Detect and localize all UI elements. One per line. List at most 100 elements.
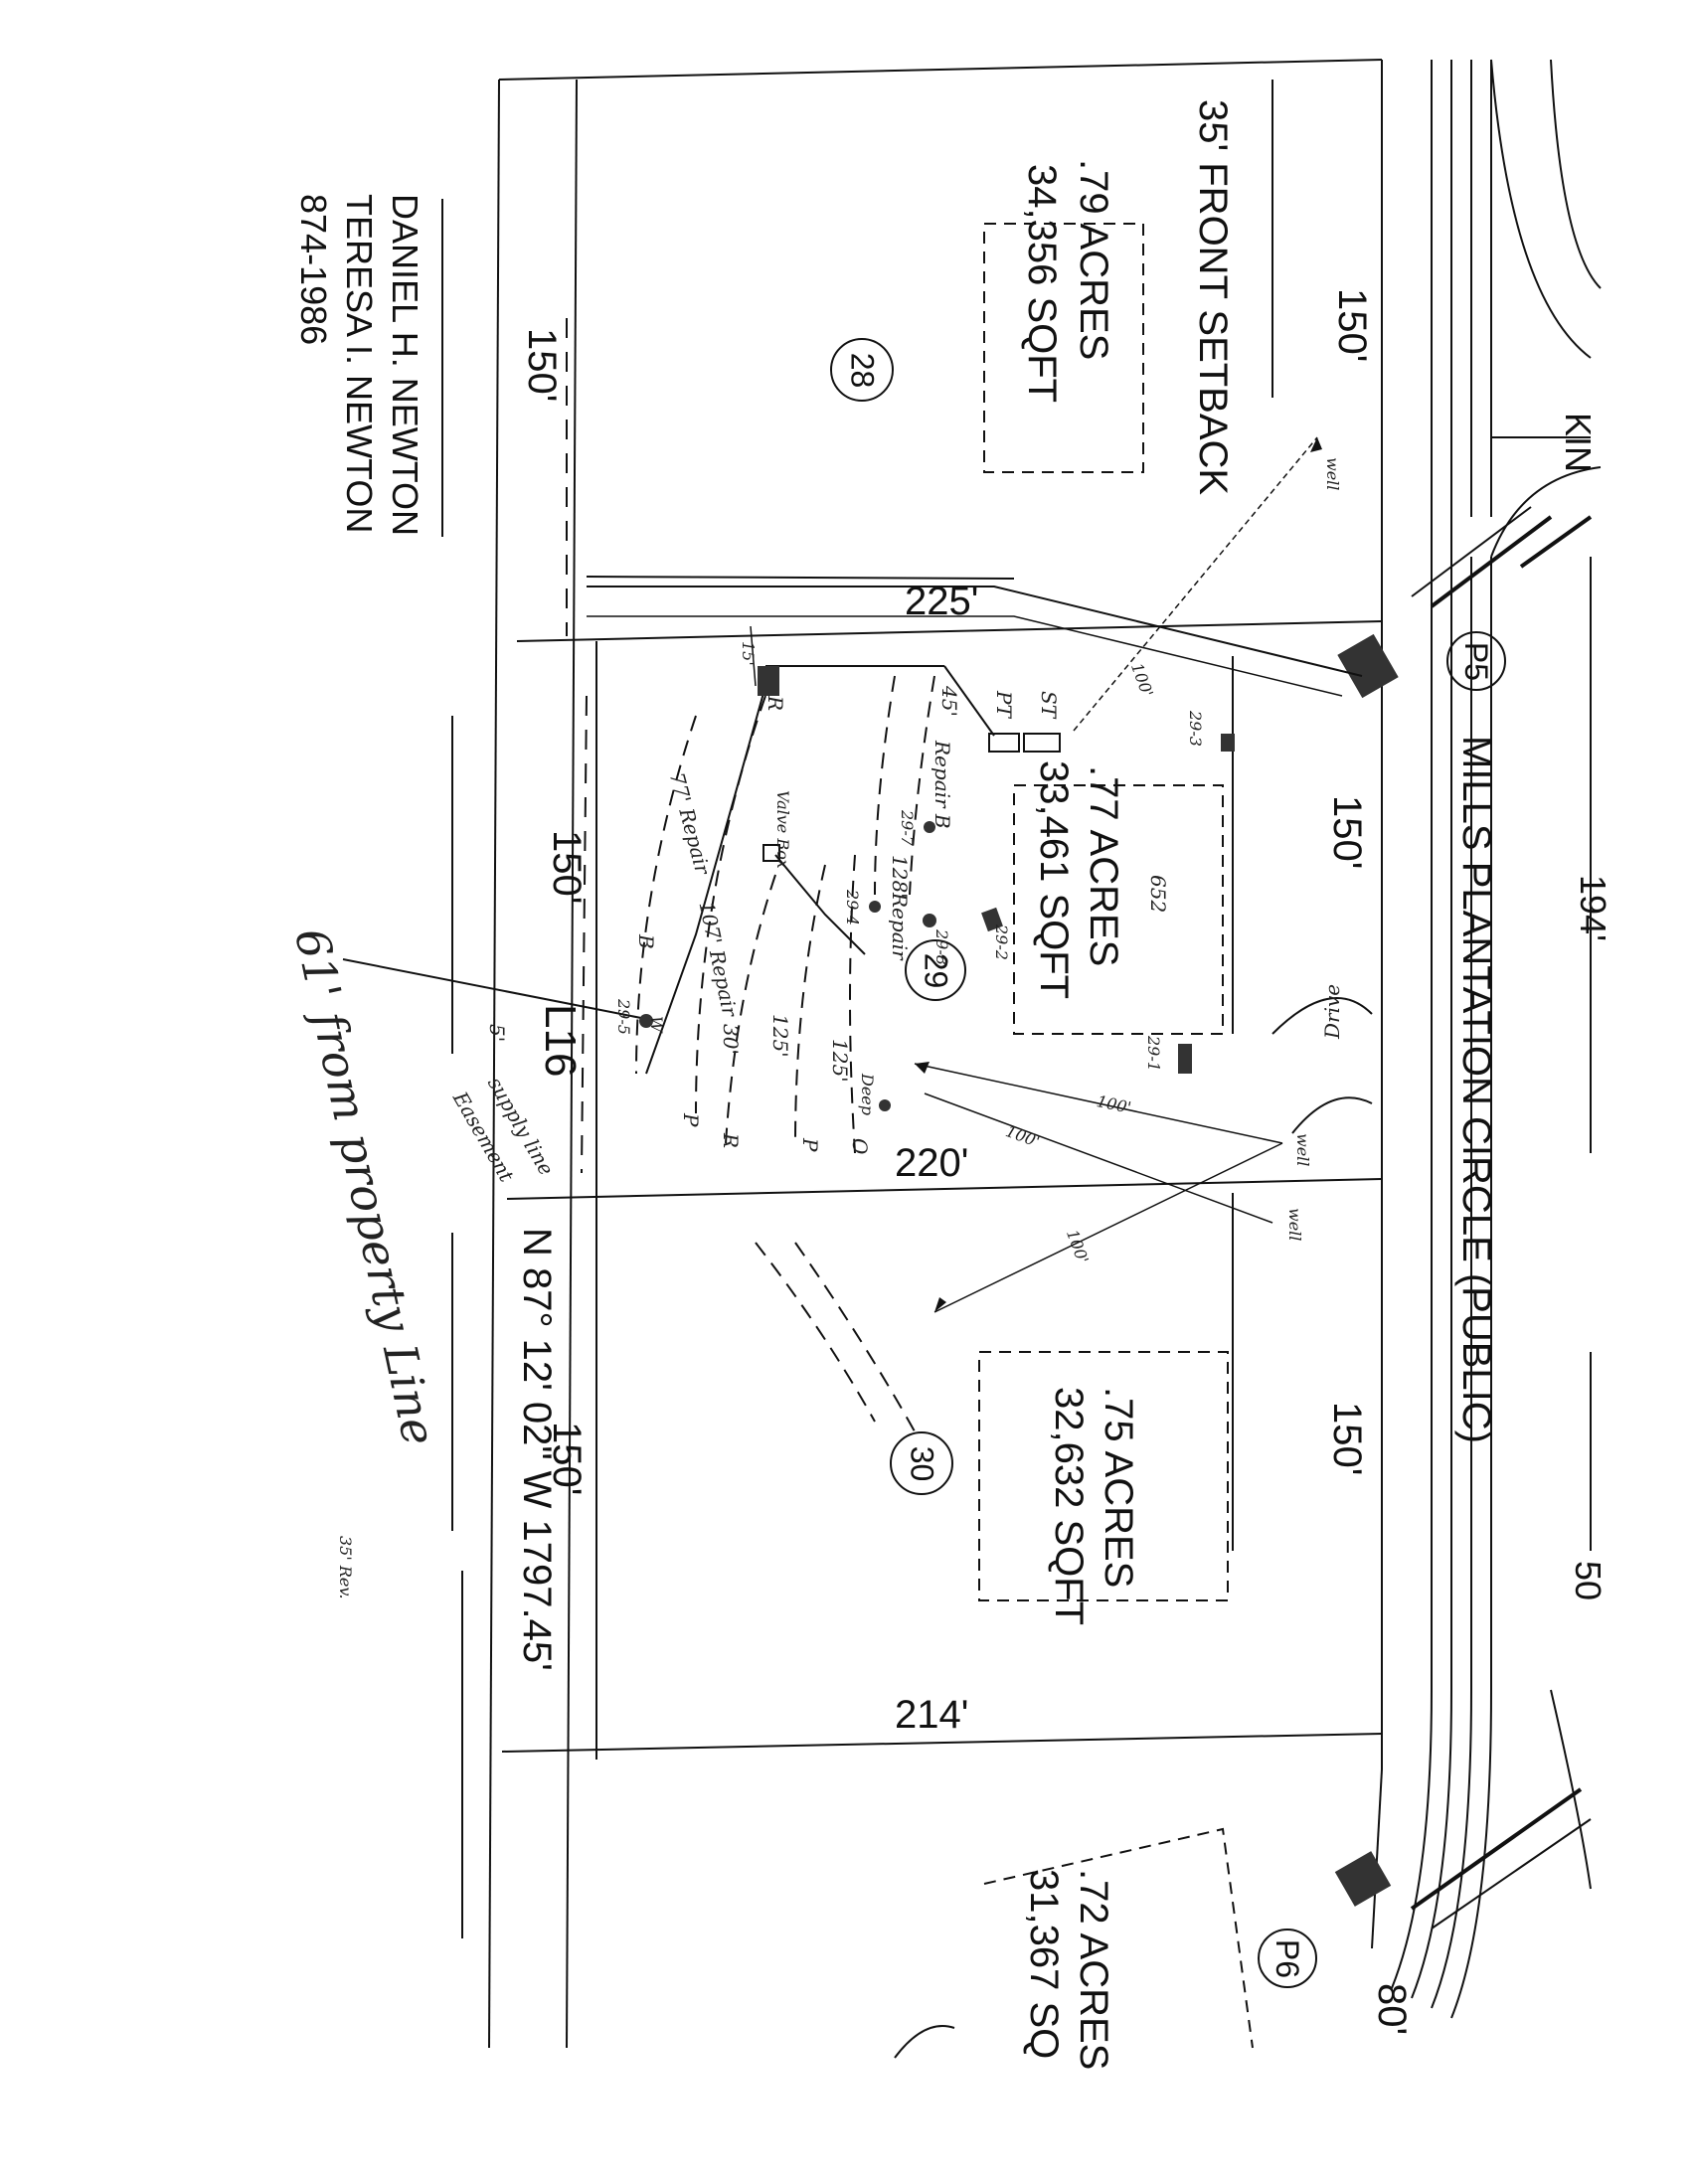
spot-29-8-label: 29-8 [932, 929, 951, 965]
septic-line-3 [725, 874, 776, 1144]
lot-line-30-31 [501, 1733, 1383, 1753]
pipe-to-tank [943, 665, 995, 737]
supply-line-main [645, 685, 766, 1075]
road-edge-2 [1411, 60, 1452, 1999]
lot-29-side: 220' [895, 1141, 969, 1185]
drive-arc-2 [1291, 1096, 1373, 1134]
spot-29-7-label: 29-7 [898, 810, 917, 846]
spot-29-1 [1178, 1044, 1192, 1074]
lot-28-acres: .79 ACRES [1072, 159, 1115, 361]
septic-line-5 [849, 854, 856, 1154]
lot-line-28-29 [516, 620, 1383, 642]
spot-p-label-2: P [798, 1138, 822, 1152]
lot-line-28-29-upper [586, 576, 1015, 580]
top-boundary-line [498, 59, 1383, 81]
well-label-3: well [1285, 1208, 1304, 1242]
lot30-arc-1 [755, 1242, 876, 1423]
road-frontage: 194' [1573, 875, 1613, 941]
owner-line-2: TERESA I. NEWTON [339, 194, 380, 534]
spot-29-1-label: 29-1 [1144, 1036, 1163, 1072]
spot-29-2-label: 29-2 [992, 924, 1011, 960]
lot-29-rear: 150' [545, 830, 589, 905]
lot-30-sqft: 32,632 SQFT [1047, 1387, 1091, 1626]
lot-29-sqft: 33,461 SQFT [1032, 760, 1076, 1000]
side-line-225-b [587, 615, 1343, 697]
lot-28-rear: 150' [520, 328, 564, 403]
lot-28-side: 225' [905, 580, 979, 623]
spot-29-3 [1221, 734, 1235, 752]
well-line-1 [914, 1063, 1283, 1144]
spot-29-5-label: 29-5 [614, 999, 633, 1035]
spot-deep-label: Deep [858, 1074, 877, 1116]
front-setback-label: 35' FRONT SETBACK [1191, 99, 1235, 496]
small-note: 35' Rev. [336, 1536, 355, 1599]
spot-w-label: W [647, 1016, 666, 1033]
lot-line-29-30 [506, 1178, 1383, 1200]
septic-line-7 [909, 675, 935, 896]
dim-125-b: 125' [828, 1039, 852, 1083]
repair-b-label: Repair B [931, 741, 954, 829]
pump-tank [988, 733, 1020, 753]
dim-45: 45' [937, 686, 961, 717]
tract-label: L16 [536, 1004, 585, 1078]
lot-28-sqft: 34,356 SQFT [1020, 164, 1064, 404]
supply-line-branch [774, 854, 866, 955]
spot-r-label-2: R [719, 1133, 743, 1149]
spot-29-8 [923, 914, 936, 927]
rear-boundary-line-2 [566, 79, 578, 2049]
road-edge-1 [1391, 60, 1433, 1989]
pump-tank-label: PT [992, 691, 1016, 718]
p5-tick-1 [1430, 515, 1553, 608]
well-line-2 [924, 1092, 1273, 1224]
lot-31-sqft: 31,367 SQ [1022, 1869, 1066, 2060]
road-partial-right: 50 [1568, 1561, 1609, 1601]
owner-phone: 874-1986 [293, 194, 334, 346]
dim-15 [750, 625, 757, 687]
owner-block: DANIEL H. NEWTON TERESA I. NEWTON 874-19… [290, 194, 427, 536]
rear-boundary-line [488, 79, 500, 2049]
dim-125-a: 125' [768, 1014, 792, 1058]
spot-b-label: B [634, 934, 658, 949]
road-edge-4 [1450, 60, 1492, 2019]
spot-deep [879, 1099, 891, 1111]
lot-29-number: 29 [905, 939, 966, 1001]
lot-30-front: 150' [1325, 1402, 1369, 1476]
spot-p-label-1: P [679, 1113, 703, 1127]
septic-tank [1023, 733, 1061, 753]
road-curve-top [1490, 59, 1592, 359]
owner-line-1: DANIEL H. NEWTON [385, 194, 425, 537]
lot29-building-box [1013, 784, 1224, 1035]
drive-arc [1271, 997, 1373, 1035]
spot-o-label: O [848, 1138, 872, 1155]
valve-box [762, 844, 780, 862]
lot31-building-box [983, 1827, 1254, 2049]
well-label-1: well [1323, 457, 1342, 491]
repair-label: Repair [888, 893, 912, 960]
lot-29-area-note: 652 [1146, 875, 1170, 914]
well-arrow-3 [934, 1297, 946, 1312]
spot-29-3-label: 29-3 [1186, 711, 1205, 747]
septic-tank-label: ST [1037, 691, 1061, 719]
point-p6: P6 [1258, 1929, 1317, 1988]
well-arrow-lot28 [1310, 437, 1322, 452]
spot-29-2 [981, 907, 1003, 932]
road-right-curve [1550, 1689, 1592, 1890]
lot-31-front: 80' [1370, 1983, 1414, 2036]
spot-29-4 [869, 901, 881, 913]
well-label-2: well [1293, 1133, 1312, 1167]
point-p5: P5 [1446, 631, 1506, 691]
spot-29-4-label: 29-4 [843, 890, 862, 925]
road-intersection-curve [1490, 466, 1602, 558]
p6-marker [1334, 1851, 1392, 1907]
lot30-arc-2 [794, 1242, 916, 1432]
p5-marker [1337, 633, 1399, 699]
lot-29-acres: .77 ACRES [1082, 765, 1125, 967]
spot-r-label-1: R [763, 696, 787, 712]
dim-15-label: 15' [739, 641, 758, 666]
drive-label: Drive [1320, 983, 1344, 1039]
lot-30-side: 214' [895, 1693, 969, 1737]
lot28-building-box [983, 223, 1144, 473]
well-line-lot28 [1073, 436, 1318, 732]
road-partial-name: KIN [1558, 413, 1599, 473]
side-line-225 [587, 586, 1363, 677]
